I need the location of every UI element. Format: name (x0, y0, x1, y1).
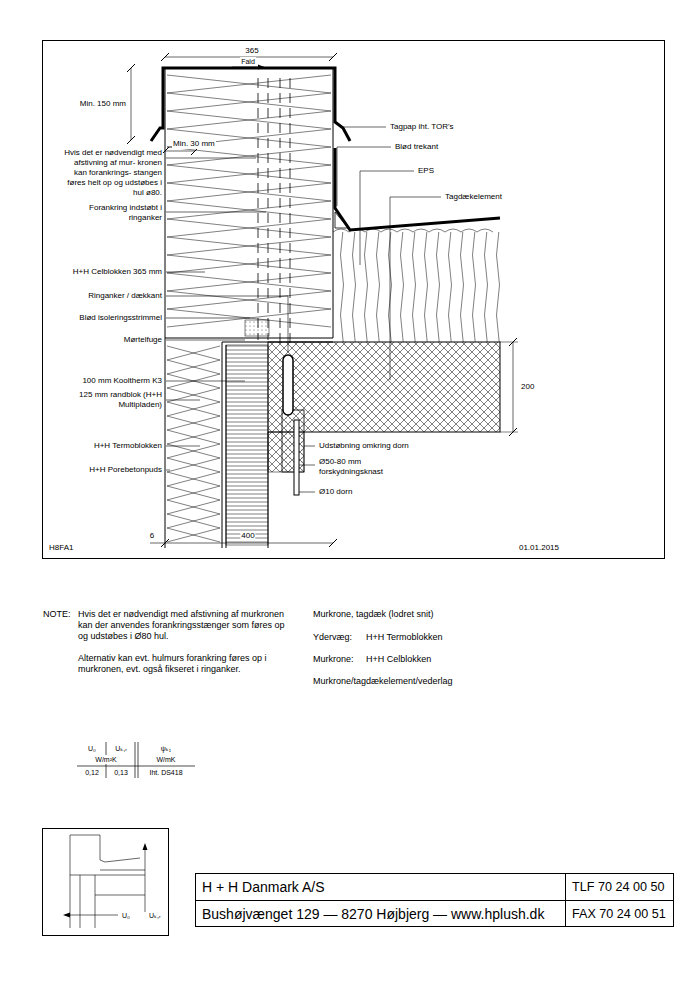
label: 400 (240, 531, 255, 541)
label: Hvis det er nødvendigt med afstivning af… (61, 148, 163, 198)
label: Tagpap iht. TOR's (389, 122, 455, 132)
label: Tagdækelement (444, 192, 503, 202)
label: Min. 150 mm (79, 99, 127, 109)
label: 0,13 (113, 768, 129, 777)
title-block-cell: TLF 70 24 00 50FAX 70 24 00 51 (565, 873, 674, 927)
label: Blød trekant (394, 142, 439, 152)
label: 125 mm randblok (H+H Multipladen) (77, 390, 163, 410)
label: W/m²K (94, 755, 117, 764)
label: Fald (240, 57, 256, 66)
label: 200 (520, 382, 535, 392)
label: 365 (244, 46, 259, 56)
label: EPS (417, 166, 435, 176)
label: H+H Celblokken (365, 654, 432, 665)
label: Ø10 dorn (318, 487, 353, 497)
label: H+H Termoblokken (93, 441, 163, 451)
label: Udstøbning omkring dorn (318, 441, 410, 451)
label: Murkrone: (312, 654, 355, 665)
label: ψₖ₁ (160, 744, 172, 753)
company-detail: Bushøjvænget 129 — 8270 Højbjerg — www.h… (196, 900, 565, 926)
label: Blød isoleringsstrimmel (78, 313, 163, 323)
title-block-cell: H + H Danmark A/SBushøjvænget 129 — 8270… (195, 873, 566, 927)
label: Alternativ kan evt. hulmurs forankring f… (77, 653, 294, 675)
label: Mørtelfuge (123, 335, 163, 345)
label: H8FA1 (48, 543, 74, 553)
label: 0,12 (84, 768, 100, 777)
label: Hvis det er nødvendigt med afstivning af… (77, 609, 294, 642)
company-name: H + H Danmark A/S (196, 874, 565, 900)
label: Uₖ,ᵣ (114, 744, 128, 753)
label: 100 mm Kooltherm K3 (81, 376, 163, 386)
label: Iht. DS418 (148, 768, 183, 777)
company-name: TLF 70 24 00 50 (566, 874, 673, 900)
label: Ydervæg: (312, 632, 353, 643)
label: Min. 30 mm (172, 139, 216, 149)
label: 01.01.2015 (518, 543, 560, 553)
label: H+H Porebetonpuds (88, 465, 163, 475)
label: Murkrone, tagdæk (lodret snit) (312, 609, 435, 620)
label: H+H Termoblokken (365, 632, 444, 643)
label: Uₖ,ᵣ (148, 911, 162, 920)
label: Ø50-80 mm forskydningsknast (318, 457, 415, 477)
label: Forankring indstøbt i ringanker (79, 203, 163, 223)
label: NOTE: (42, 609, 72, 620)
label: Murkrone/tagdækelement/vederlag (312, 676, 454, 687)
label: Ringanker / dækkant (87, 291, 163, 301)
company-detail: FAX 70 24 00 51 (566, 900, 673, 926)
label: H+H Celblokken 365 mm (72, 267, 163, 277)
label: W/mK (155, 755, 176, 764)
label: 6 (149, 531, 155, 541)
label: U₀ (121, 911, 131, 920)
label: U₀ (87, 744, 97, 753)
